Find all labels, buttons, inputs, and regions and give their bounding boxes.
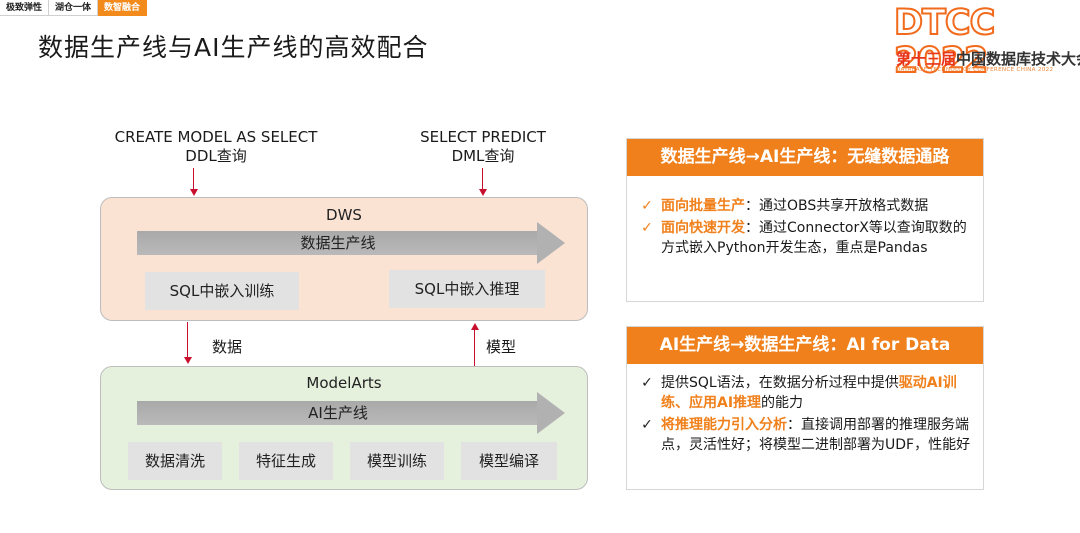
logo-cn-text: 第十三届中国数据库技术大会	[896, 48, 1080, 69]
data-pipeline-arrow: 数据生产线	[137, 222, 565, 264]
tab-data-intelligence[interactable]: 数智融合	[98, 0, 148, 16]
item-bold: 将推理能力引入分析	[661, 417, 787, 433]
page-title: 数据生产线与AI生产线的高效配合	[38, 33, 429, 62]
data-arrow-line	[187, 322, 188, 358]
item-text: 提供SQL语法，在数据分析过程中提供	[661, 375, 899, 391]
model-arrow-line	[474, 330, 475, 380]
modelarts-box: ModelArts AI生产线 数据清洗 特征生成 模型训练 模型编译	[100, 366, 588, 490]
dml-arrow-head	[479, 189, 487, 196]
data-label: 数据	[212, 338, 243, 356]
list-item: ✓ 面向批量生产：通过OBS共享开放格式数据	[639, 196, 973, 216]
chip-model-train: 模型训练	[350, 442, 444, 480]
ddl-label-line2: DDL查询	[185, 147, 247, 165]
dml-label-line1: SELECT PREDICT	[420, 128, 546, 146]
check-icon: ✓	[641, 220, 653, 236]
panel-data-to-ai: 数据生产线→AI生产线：无缝数据通路 ✓ 面向批量生产：通过OBS共享开放格式数…	[626, 138, 984, 302]
item-text: ：直接调用部署的推理服务端点，灵活性好；将模型二进制部署为UDF，性能好	[661, 417, 971, 453]
check-icon: ✓	[641, 375, 653, 391]
top-tabs: 极致弹性 湖仓一体 数智融合	[0, 0, 148, 16]
list-item: ✓ 将推理能力引入分析：直接调用部署的推理服务端点，灵活性好；将模型二进制部署为…	[639, 415, 973, 455]
model-arrow-head	[471, 323, 479, 330]
data-pipeline-label: 数据生产线	[300, 234, 376, 252]
ddl-label-line1: CREATE MODEL AS SELECT	[114, 128, 318, 146]
panel-data-to-ai-body: ✓ 面向批量生产：通过OBS共享开放格式数据 ✓ 面向快速开发：通过Connec…	[639, 196, 973, 260]
panel-ai-to-data-body: ✓ 提供SQL语法，在数据分析过程中提供驱动AI训练、应用AI推理的能力 ✓ 将…	[639, 373, 973, 457]
chip-feature-gen: 特征生成	[239, 442, 333, 480]
data-arrow-head	[184, 357, 192, 364]
item-text: ：通过ConnectorX等以查询取数的方式嵌入Python开发生态，重点是Pa…	[661, 220, 967, 256]
tab-lakehouse[interactable]: 湖仓一体	[49, 0, 99, 16]
item-bold: 面向批量生产	[661, 198, 745, 214]
dws-box: DWS 数据生产线 SQL中嵌入训练 SQL中嵌入推理	[100, 197, 588, 321]
panel-ai-to-data: AI生产线→数据生产线：AI for Data ✓ 提供SQL语法，在数据分析过…	[626, 326, 984, 490]
chip-model-compile: 模型编译	[461, 442, 557, 480]
dtcc-logo: DTCC 2022 第十三届中国数据库技术大会 DATABASE TECHNOL…	[888, 3, 1080, 81]
item-highlight: 驱动AI训练、应用AI推理	[661, 375, 957, 411]
ai-pipeline-label: AI生产线	[308, 404, 368, 422]
dws-title: DWS	[326, 206, 362, 224]
item-bold: 面向快速开发	[661, 220, 745, 236]
modelarts-title: ModelArts	[306, 374, 382, 392]
chip-sql-train: SQL中嵌入训练	[145, 272, 299, 310]
logo-en-text: DATABASE TECHNOLOGY CONFERENCE CHINA 202…	[896, 67, 1054, 73]
ddl-arrow-line	[193, 168, 194, 190]
dml-arrow-line	[482, 168, 483, 190]
logo-cn-prefix: 第十三届	[896, 50, 957, 68]
logo-main-text: DTCC 2022	[893, 3, 996, 81]
ai-pipeline-arrow: AI生产线	[137, 392, 565, 434]
list-item: ✓ 提供SQL语法，在数据分析过程中提供驱动AI训练、应用AI推理的能力	[639, 373, 973, 413]
item-text: ：通过OBS共享开放格式数据	[745, 198, 929, 214]
logo-cn-rest: 中国数据库技术大会	[956, 50, 1080, 68]
chip-data-cleaning: 数据清洗	[128, 442, 222, 480]
check-icon: ✓	[641, 198, 653, 214]
panel-ai-to-data-header: AI生产线→数据生产线：AI for Data	[627, 327, 983, 364]
tab-elastic[interactable]: 极致弹性	[0, 0, 50, 16]
dml-label: SELECT PREDICT DML查询	[412, 128, 554, 166]
dml-label-line2: DML查询	[451, 147, 515, 165]
model-label: 模型	[486, 338, 517, 356]
list-item: ✓ 面向快速开发：通过ConnectorX等以查询取数的方式嵌入Python开发…	[639, 218, 973, 258]
check-icon: ✓	[641, 417, 653, 433]
ddl-arrow-head	[190, 189, 198, 196]
panel-data-to-ai-header: 数据生产线→AI生产线：无缝数据通路	[627, 139, 983, 176]
item-text: 的能力	[761, 395, 804, 411]
ddl-label: CREATE MODEL AS SELECT DDL查询	[106, 128, 326, 166]
chip-sql-infer: SQL中嵌入推理	[389, 270, 545, 308]
